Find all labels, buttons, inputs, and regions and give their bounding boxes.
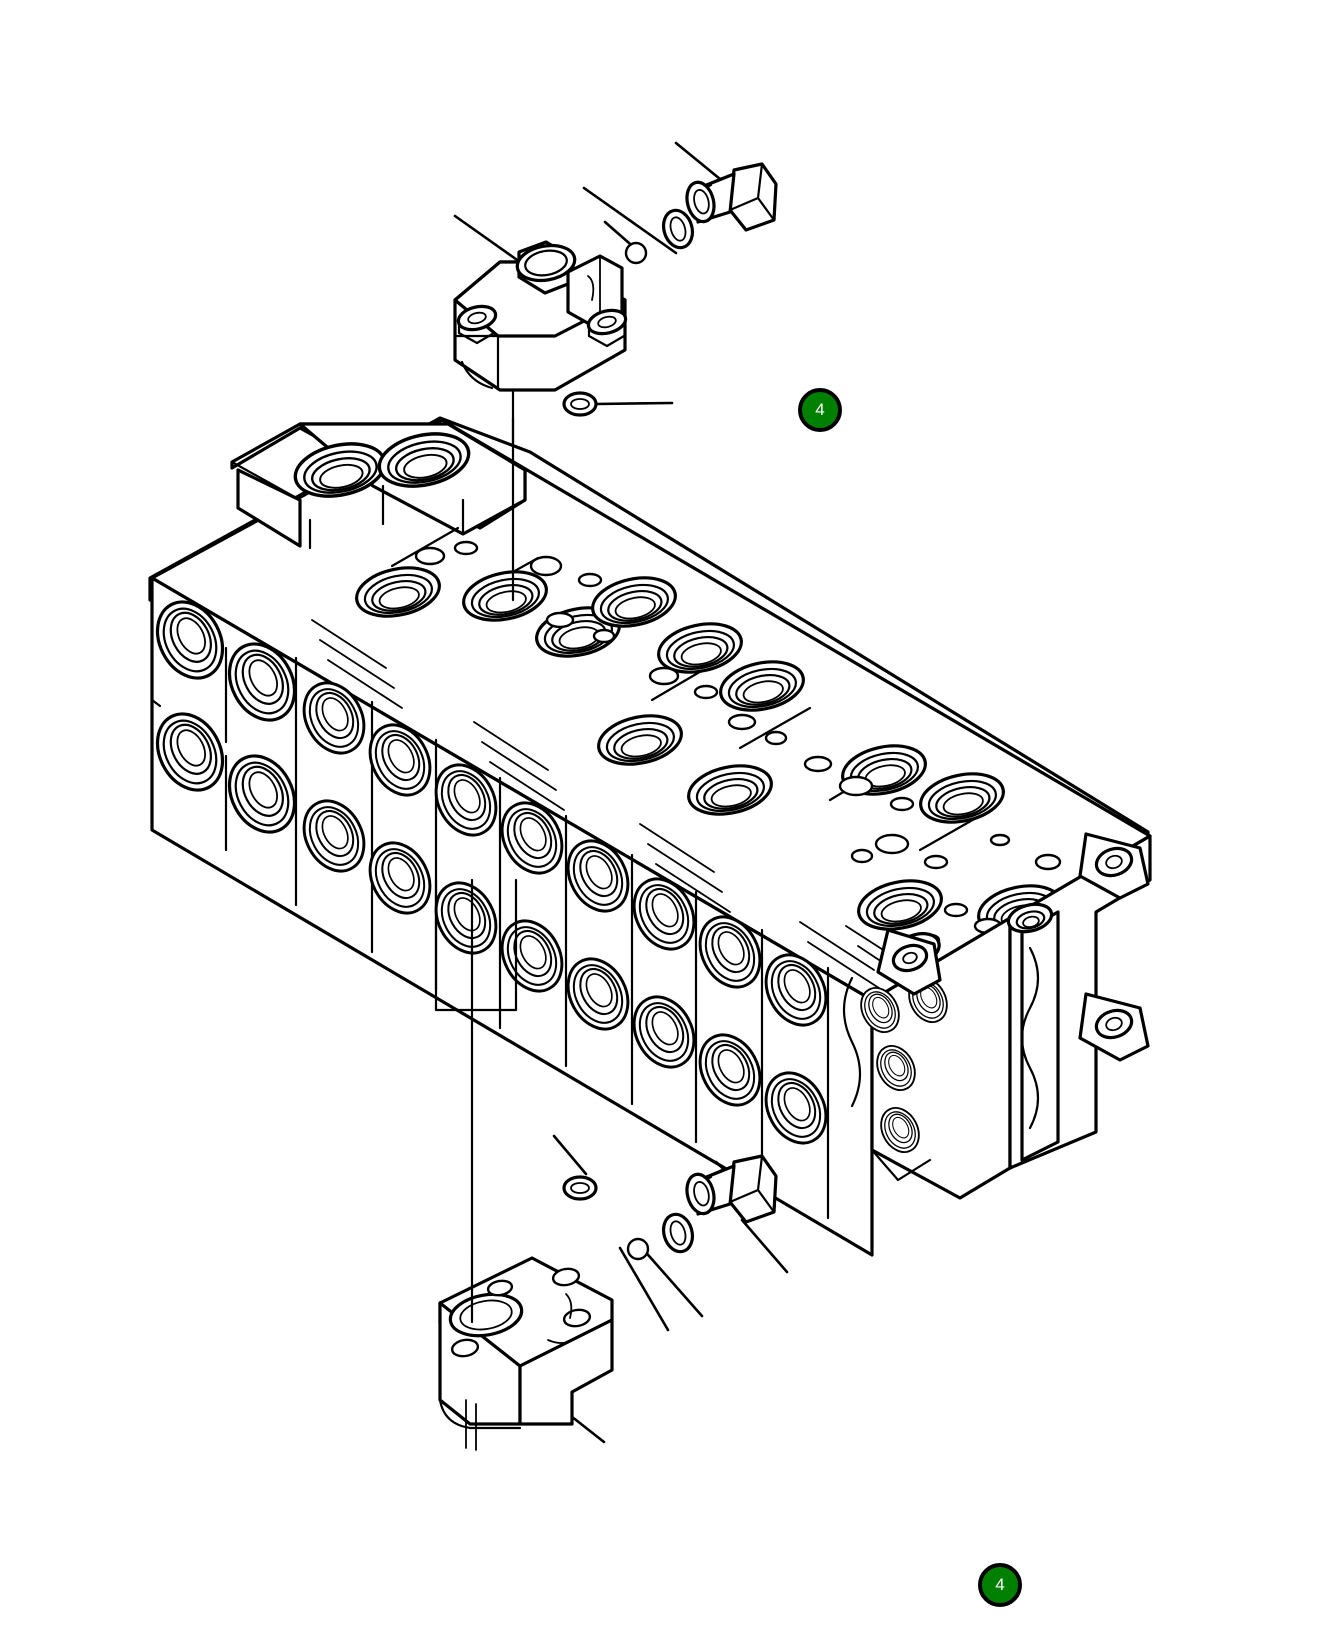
- leader-line: [594, 401, 674, 406]
- multi-section-control-valve-body: [143, 416, 1152, 1264]
- o-ring-upper-large: [661, 208, 695, 250]
- leader-line: [618, 1246, 670, 1332]
- leader-line: [640, 1246, 704, 1318]
- lower-cover-mount-face: [434, 878, 518, 1012]
- o-ring-upper-small: [562, 391, 598, 417]
- valve-end-cover-upper: [453, 240, 628, 602]
- leader-line: [740, 1218, 789, 1274]
- surface-hatching: [311, 619, 913, 991]
- check-ball-lower: [626, 1237, 650, 1261]
- callout-badge-label: 4: [995, 1574, 1005, 1594]
- o-ring-lower-small: [562, 1175, 598, 1201]
- check-ball-upper: [624, 241, 648, 265]
- callout-badge-label: 4: [815, 399, 825, 419]
- lower-part-group: [438, 1134, 789, 1451]
- leader-line: [582, 186, 678, 255]
- leader-line: [552, 1134, 588, 1176]
- left-end-ports: [143, 588, 309, 852]
- callout-badge-4-bottom[interactable]: 4: [978, 1563, 1022, 1607]
- o-ring-lower-large: [661, 1212, 695, 1254]
- leader-line: [453, 214, 522, 264]
- upper-part-group: [453, 141, 778, 602]
- callout-badge-4-top[interactable]: 4: [798, 388, 842, 432]
- valve-end-cover-lower: [438, 1256, 614, 1451]
- right-end-cap: [842, 832, 1152, 1200]
